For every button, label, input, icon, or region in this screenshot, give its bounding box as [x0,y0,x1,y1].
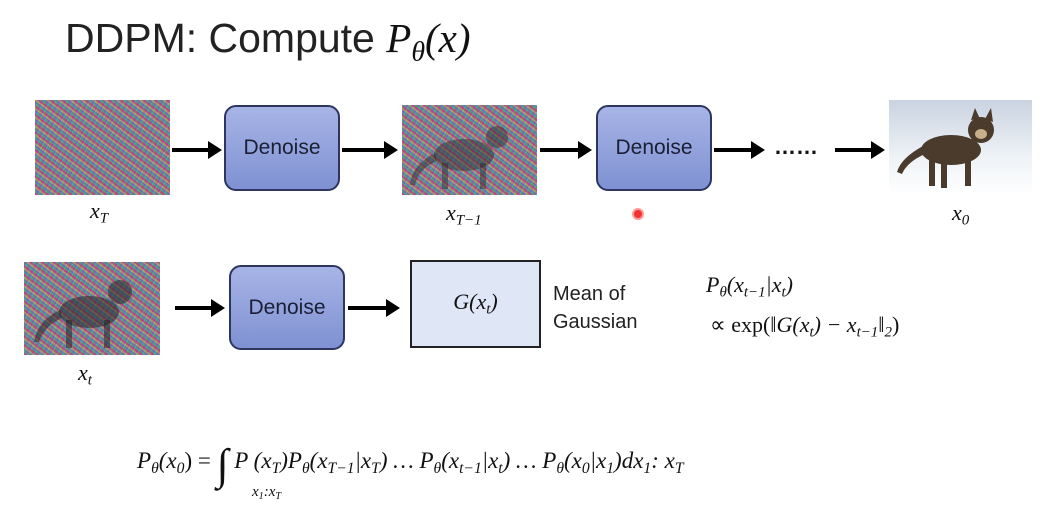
math-token: T [99,210,109,227]
denoise-block: Denoise [229,265,345,350]
gaussian-mean-box: G(xt) [410,260,541,348]
denoise-block: Denoise [224,105,340,191]
math-token: ∫ [216,441,229,489]
math-token: P [706,272,720,297]
label-x0: x0 [952,200,969,229]
math-token: |x [354,448,372,474]
math-token: )P [280,448,302,474]
math-token: θ [301,459,310,477]
math-token: θ [151,459,159,477]
math-token: x [952,200,962,225]
math-token: 1 [258,491,264,503]
math-token: t [781,284,786,301]
math-token: t [486,301,491,318]
arrow-icon [172,141,222,159]
math-token: θ [411,36,426,68]
math-token: (x [441,448,460,474]
math-token: θ [719,284,727,301]
math-token: |x [589,448,607,474]
math-token: t−1 [459,459,482,477]
arrow-icon [348,299,400,317]
math-token: ‖ [878,312,885,337]
math-token: G(x [776,312,810,337]
cat-silhouette-icon [410,126,508,189]
math-token: ) … P [379,448,434,474]
math-token: t [87,372,92,389]
math-token: T [275,491,282,503]
math-token: P (x [228,448,272,474]
math-token: : x [651,448,675,474]
math-token: :x [263,484,276,500]
math-token: ∝ exp(‖ [710,312,777,337]
math-token: x [90,198,100,223]
math-token: ) [490,289,498,315]
math-token: ) … P [502,448,557,474]
conditional-probability-formula: Pθ(xt−1|xt) [706,272,793,301]
math-token: x [252,484,259,500]
math-token: T [674,459,684,477]
math-token: x [78,360,88,385]
math-token: 1 [643,459,652,477]
math-token: (x [726,272,744,297]
math-token: ) = [184,448,217,474]
math-token: (x [158,448,177,474]
cat-silhouette-icon [34,280,132,348]
math-token: t [498,459,503,477]
label-xT-minus-1: xT−1 [446,200,482,229]
arrow-icon [835,141,885,159]
math-token: 0 [961,212,970,229]
arrow-icon [175,299,225,317]
math-token: T−1 [327,459,355,477]
cat-image-x0 [889,100,1032,195]
math-token: θ [556,459,564,477]
math-token: (x [564,448,582,474]
math-token: )dx [614,448,644,474]
math-token: ) [785,272,793,297]
math-token: T [371,459,380,477]
math-token: T−1 [455,212,482,229]
cat-icon [897,108,994,188]
math-token: |x [481,448,499,474]
math-token: T [271,459,281,477]
title-math: Pθ(x) [386,15,471,67]
math-token: x [446,200,456,225]
math-token: G(x [453,289,487,315]
math-token: (x) [425,15,471,61]
label-xt: xt [78,360,92,389]
math-token: 1 [606,459,615,477]
math-token: t [809,324,814,341]
math-token: ) [891,312,900,337]
cursor-pointer-icon [632,208,644,220]
math-token: |x [765,272,782,297]
math-token: (x [309,448,328,474]
math-token: t−1 [856,324,879,341]
denoise-block: Denoise [596,105,712,191]
noise-image-xT [35,100,170,195]
math-token: 2 [884,324,892,341]
math-token: 0 [581,459,590,477]
math-token: θ [433,459,442,477]
math-token: P [386,15,412,61]
label-xT: xT [90,198,108,227]
noisy-cat-image-xT-1 [402,105,537,195]
arrow-icon [540,141,592,159]
arrow-icon [714,141,765,159]
noisy-cat-image-xt [24,262,160,355]
math-token: ) − x [813,312,857,337]
marginal-likelihood-formula: Pθ(x0) = ∫ P (xT)Pθ(xT−1|xT) … Pθ(xt−1|x… [137,440,684,490]
math-token: P [137,448,152,474]
slide-title: DDPM: Compute Pθ(x) [65,15,471,68]
math-token: 0 [176,459,185,477]
integral-limits: x1:xT [252,484,281,502]
math-token: t−1 [743,284,766,301]
proportional-exp-formula: ∝ exp(‖G(xt) − xt−1‖2) [710,312,899,341]
arrow-icon [342,141,398,159]
ellipsis: …… [774,134,818,159]
